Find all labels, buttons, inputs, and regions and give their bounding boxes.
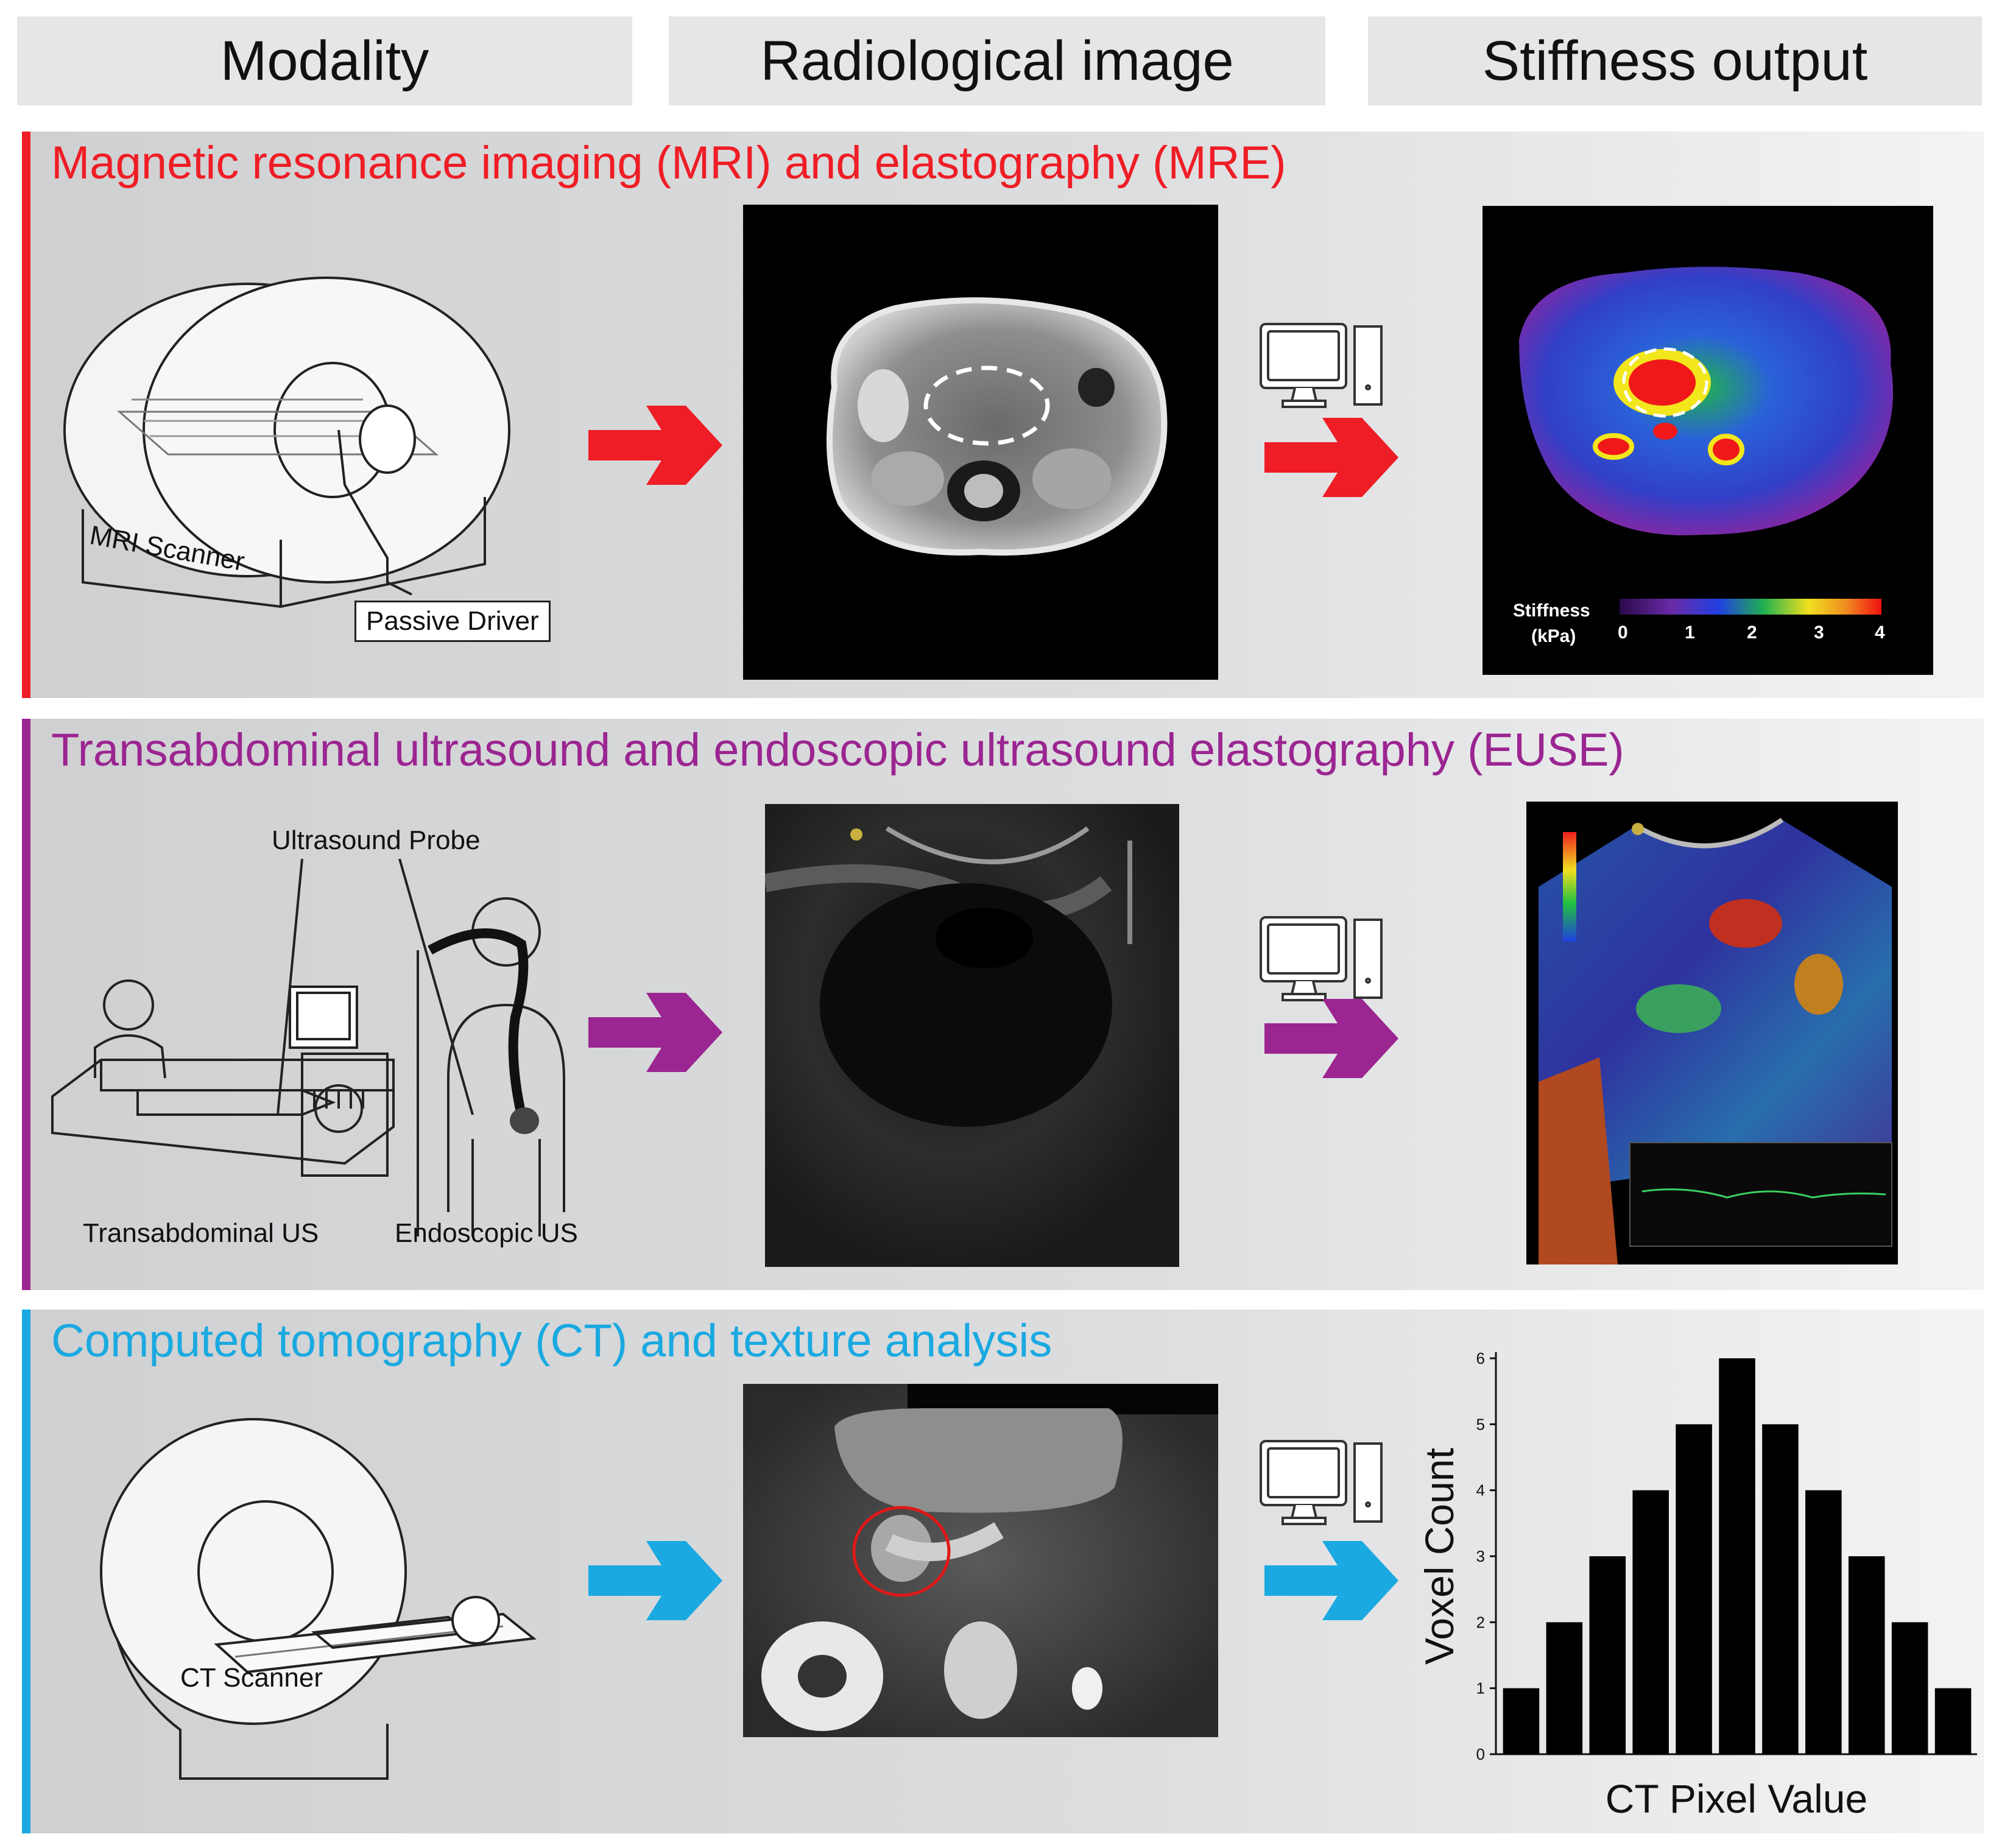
colorbar-label-stiffness: Stiffness bbox=[1513, 601, 1590, 621]
y-tick-label: 2 bbox=[1476, 1613, 1485, 1631]
ct-panel: Computed tomography (CT) and texture ana… bbox=[22, 1310, 1984, 1833]
histogram-bar bbox=[1676, 1424, 1712, 1754]
mre-arrow-2 bbox=[1264, 418, 1398, 497]
ct-arrow-2 bbox=[1264, 1541, 1398, 1620]
endoscopic-us-label: Endoscopic US bbox=[395, 1218, 578, 1248]
computer-icon bbox=[1260, 323, 1383, 408]
euse-title: Transabdominal ultrasound and endoscopic… bbox=[51, 724, 1624, 776]
header-radiological-image: Radiological image bbox=[669, 16, 1325, 105]
y-tick-label: 6 bbox=[1476, 1349, 1485, 1367]
y-tick-label: 1 bbox=[1476, 1679, 1485, 1698]
mre-title: Magnetic resonance imaging (MRI) and ela… bbox=[51, 137, 1286, 189]
computer-icon bbox=[1260, 1440, 1383, 1525]
euse-arrow-2 bbox=[1264, 999, 1398, 1078]
mre-arrow-1 bbox=[588, 406, 722, 485]
histogram-bar bbox=[1848, 1556, 1885, 1754]
ultrasound-drawing bbox=[51, 859, 565, 1236]
colorbar-tick-1: 1 bbox=[1685, 622, 1695, 643]
histogram-bar bbox=[1891, 1622, 1928, 1754]
histogram-bar bbox=[1719, 1358, 1755, 1754]
eus-elastography-image bbox=[1526, 802, 1898, 1264]
ultrasound-probe-label: Ultrasound Probe bbox=[272, 825, 481, 855]
colorbar-label-kpa: (kPa) bbox=[1531, 626, 1576, 646]
ct-radiological-image bbox=[743, 1384, 1218, 1737]
colorbar-tick-3: 3 bbox=[1814, 622, 1824, 643]
mre-accent-bar bbox=[22, 132, 30, 698]
y-tick-label: 0 bbox=[1476, 1745, 1485, 1763]
histogram-bar bbox=[1589, 1556, 1626, 1754]
ct-title: Computed tomography (CT) and texture ana… bbox=[51, 1315, 1052, 1367]
computer-icon bbox=[1260, 916, 1383, 1001]
ct-scanner-label: CT Scanner bbox=[180, 1663, 323, 1693]
ct-scanner-drawing bbox=[100, 1418, 537, 1780]
histogram-bar bbox=[1762, 1424, 1799, 1754]
histogram-chart: 0 1 2 3 4 5 6 CT Pixel Value Voxel Count bbox=[1417, 1349, 1977, 1821]
header-modality: Modality bbox=[17, 16, 632, 105]
mre-stiffness-map: Stiffness (kPa) 0 1 2 3 4 bbox=[1483, 206, 1933, 675]
histogram-bar bbox=[1805, 1490, 1842, 1754]
y-axis-label: Voxel Count bbox=[1417, 1448, 1462, 1665]
y-tick-label: 5 bbox=[1476, 1415, 1485, 1433]
mri-scanner-drawing bbox=[63, 277, 510, 608]
mri-radiological-image bbox=[743, 205, 1218, 680]
histogram-bar bbox=[1632, 1490, 1669, 1754]
y-tick-label: 4 bbox=[1476, 1481, 1485, 1500]
x-axis-label: CT Pixel Value bbox=[1606, 1776, 1867, 1821]
passive-driver-label: Passive Driver bbox=[354, 601, 551, 642]
colorbar-tick-0: 0 bbox=[1618, 622, 1628, 643]
euse-accent-bar bbox=[22, 719, 30, 1290]
ct-arrow-1 bbox=[588, 1541, 722, 1620]
euse-arrow-1 bbox=[588, 993, 722, 1072]
histogram-bar bbox=[1934, 1688, 1972, 1754]
ultrasound-radiological-image bbox=[765, 804, 1179, 1267]
transabdominal-us-label: Transabdominal US bbox=[83, 1218, 319, 1248]
ct-accent-bar bbox=[22, 1310, 30, 1833]
y-tick-label: 3 bbox=[1476, 1547, 1485, 1565]
colorbar-tick-2: 2 bbox=[1747, 622, 1757, 643]
header-stiffness-output: Stiffness output bbox=[1368, 16, 1982, 105]
histogram-bar bbox=[1546, 1622, 1583, 1754]
histogram-bar bbox=[1503, 1688, 1540, 1754]
mre-panel: Magnetic resonance imaging (MRI) and ela… bbox=[22, 132, 1984, 698]
colorbar-tick-4: 4 bbox=[1875, 622, 1885, 643]
euse-panel: Transabdominal ultrasound and endoscopic… bbox=[22, 719, 1984, 1290]
